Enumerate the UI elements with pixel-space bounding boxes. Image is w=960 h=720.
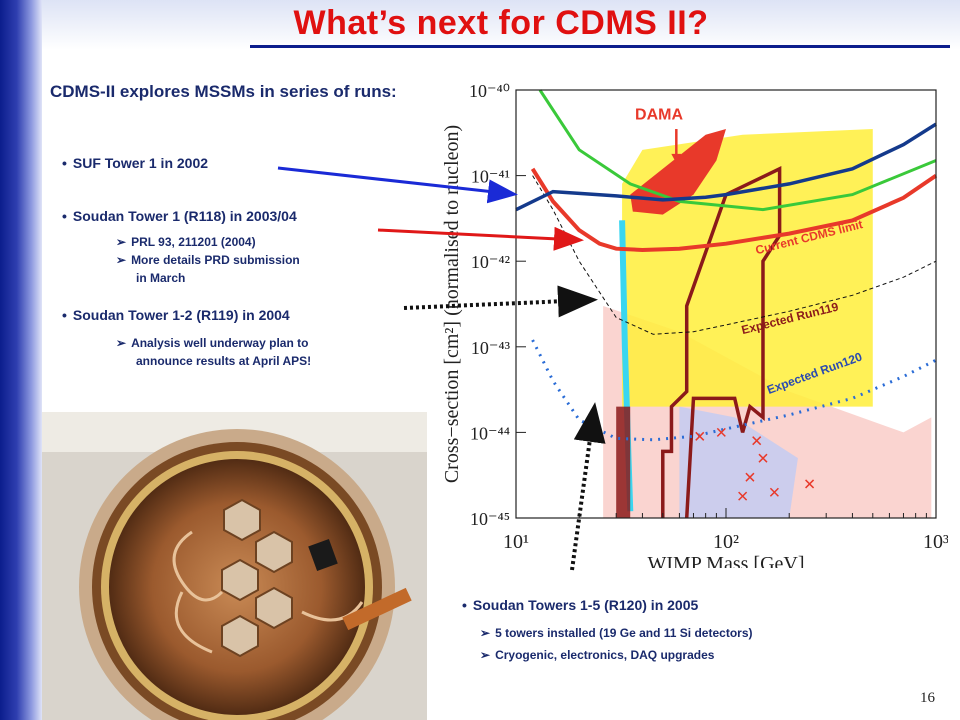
page-number: 16: [920, 690, 935, 706]
run-label: Soudan Towers 1-5 (R120) in 2005: [472, 597, 699, 613]
run-detail: Analysis well underway plan to: [116, 336, 308, 350]
title-underline: [250, 45, 950, 48]
page-title: What’s next for CDMS II?: [293, 4, 709, 42]
run-item-r118: Soudan Tower 1 (R118) in 2003/04: [62, 208, 297, 224]
mssm-point: [695, 431, 705, 441]
title-band: [42, 0, 960, 50]
brown-bar: [616, 406, 631, 518]
run-label: Soudan Tower 1-2 (R119) in 2004: [72, 307, 290, 323]
intro-heading: CDMS-II explores MSSMs in series of runs…: [50, 82, 397, 101]
run-label: Soudan Tower 1 (R118) in 2003/04: [72, 208, 297, 224]
sidebar-band: [0, 0, 42, 720]
y-tick-label: 10⁻⁴⁴: [470, 423, 510, 443]
run-item-r119: Soudan Tower 1-2 (R119) in 2004: [62, 307, 290, 323]
run-detail: in March: [136, 271, 186, 285]
series-line-3: [515, 122, 937, 212]
run-item-r120: Soudan Towers 1-5 (R120) in 2005: [462, 597, 698, 613]
run-label: SUF Tower 1 in 2002: [72, 155, 209, 171]
y-axis-label: Cross−section [cm²] (normalised to nucle…: [441, 125, 463, 483]
run-detail: Cryogenic, electronics, DAQ upgrades: [480, 648, 714, 662]
brown-region-outline: [661, 166, 782, 519]
x-tick-label: 10³: [923, 531, 948, 553]
exclusion-plot: 10¹ 10² 10³ 10⁻⁴⁰ 10⁻⁴¹ 10⁻⁴² 10⁻⁴³ 10⁻⁴⁴ 10⁻⁴⁵ W…: [441, 81, 948, 568]
mssm-point: [805, 479, 815, 489]
x-tick-label: 10¹: [503, 531, 529, 553]
mssm-point: [716, 427, 726, 437]
green-curve: [538, 89, 937, 212]
annotation-dama: DAMA: [635, 107, 683, 124]
run-detail: 5 towers installed (19 Ge and 11 Si dete…: [480, 626, 752, 640]
run-detail: announce results at April APS!: [136, 354, 312, 368]
x-axis-label: WIMP Mass [GeV]: [647, 553, 804, 568]
series-line-0: [530, 167, 938, 253]
annotation-dama-arrowhead: [671, 153, 682, 164]
mssm-region-blue: [679, 406, 798, 518]
y-tick-label: 10⁻⁴³: [471, 338, 511, 358]
y-tick-label: 10⁻⁴¹: [471, 167, 510, 187]
run-item-suf: SUF Tower 1 in 2002: [62, 155, 208, 171]
run-detail: PRL 93, 211201 (2004): [116, 235, 256, 249]
mssm-point: [752, 436, 762, 446]
mssm-point: [745, 472, 755, 482]
mssm-point: [769, 487, 779, 497]
detector-photo: [42, 412, 427, 720]
y-tick-label: 10⁻⁴⁵: [470, 509, 510, 529]
series-line-2: [531, 339, 937, 442]
y-tick-label: 10⁻⁴⁰: [469, 81, 510, 101]
y-tick-label: 10⁻⁴²: [471, 252, 510, 272]
mssm-point: [758, 453, 768, 463]
x-tick-label: 10²: [713, 531, 739, 553]
mssm-point: [738, 491, 748, 501]
run-detail: More details PRD submission: [116, 253, 300, 267]
